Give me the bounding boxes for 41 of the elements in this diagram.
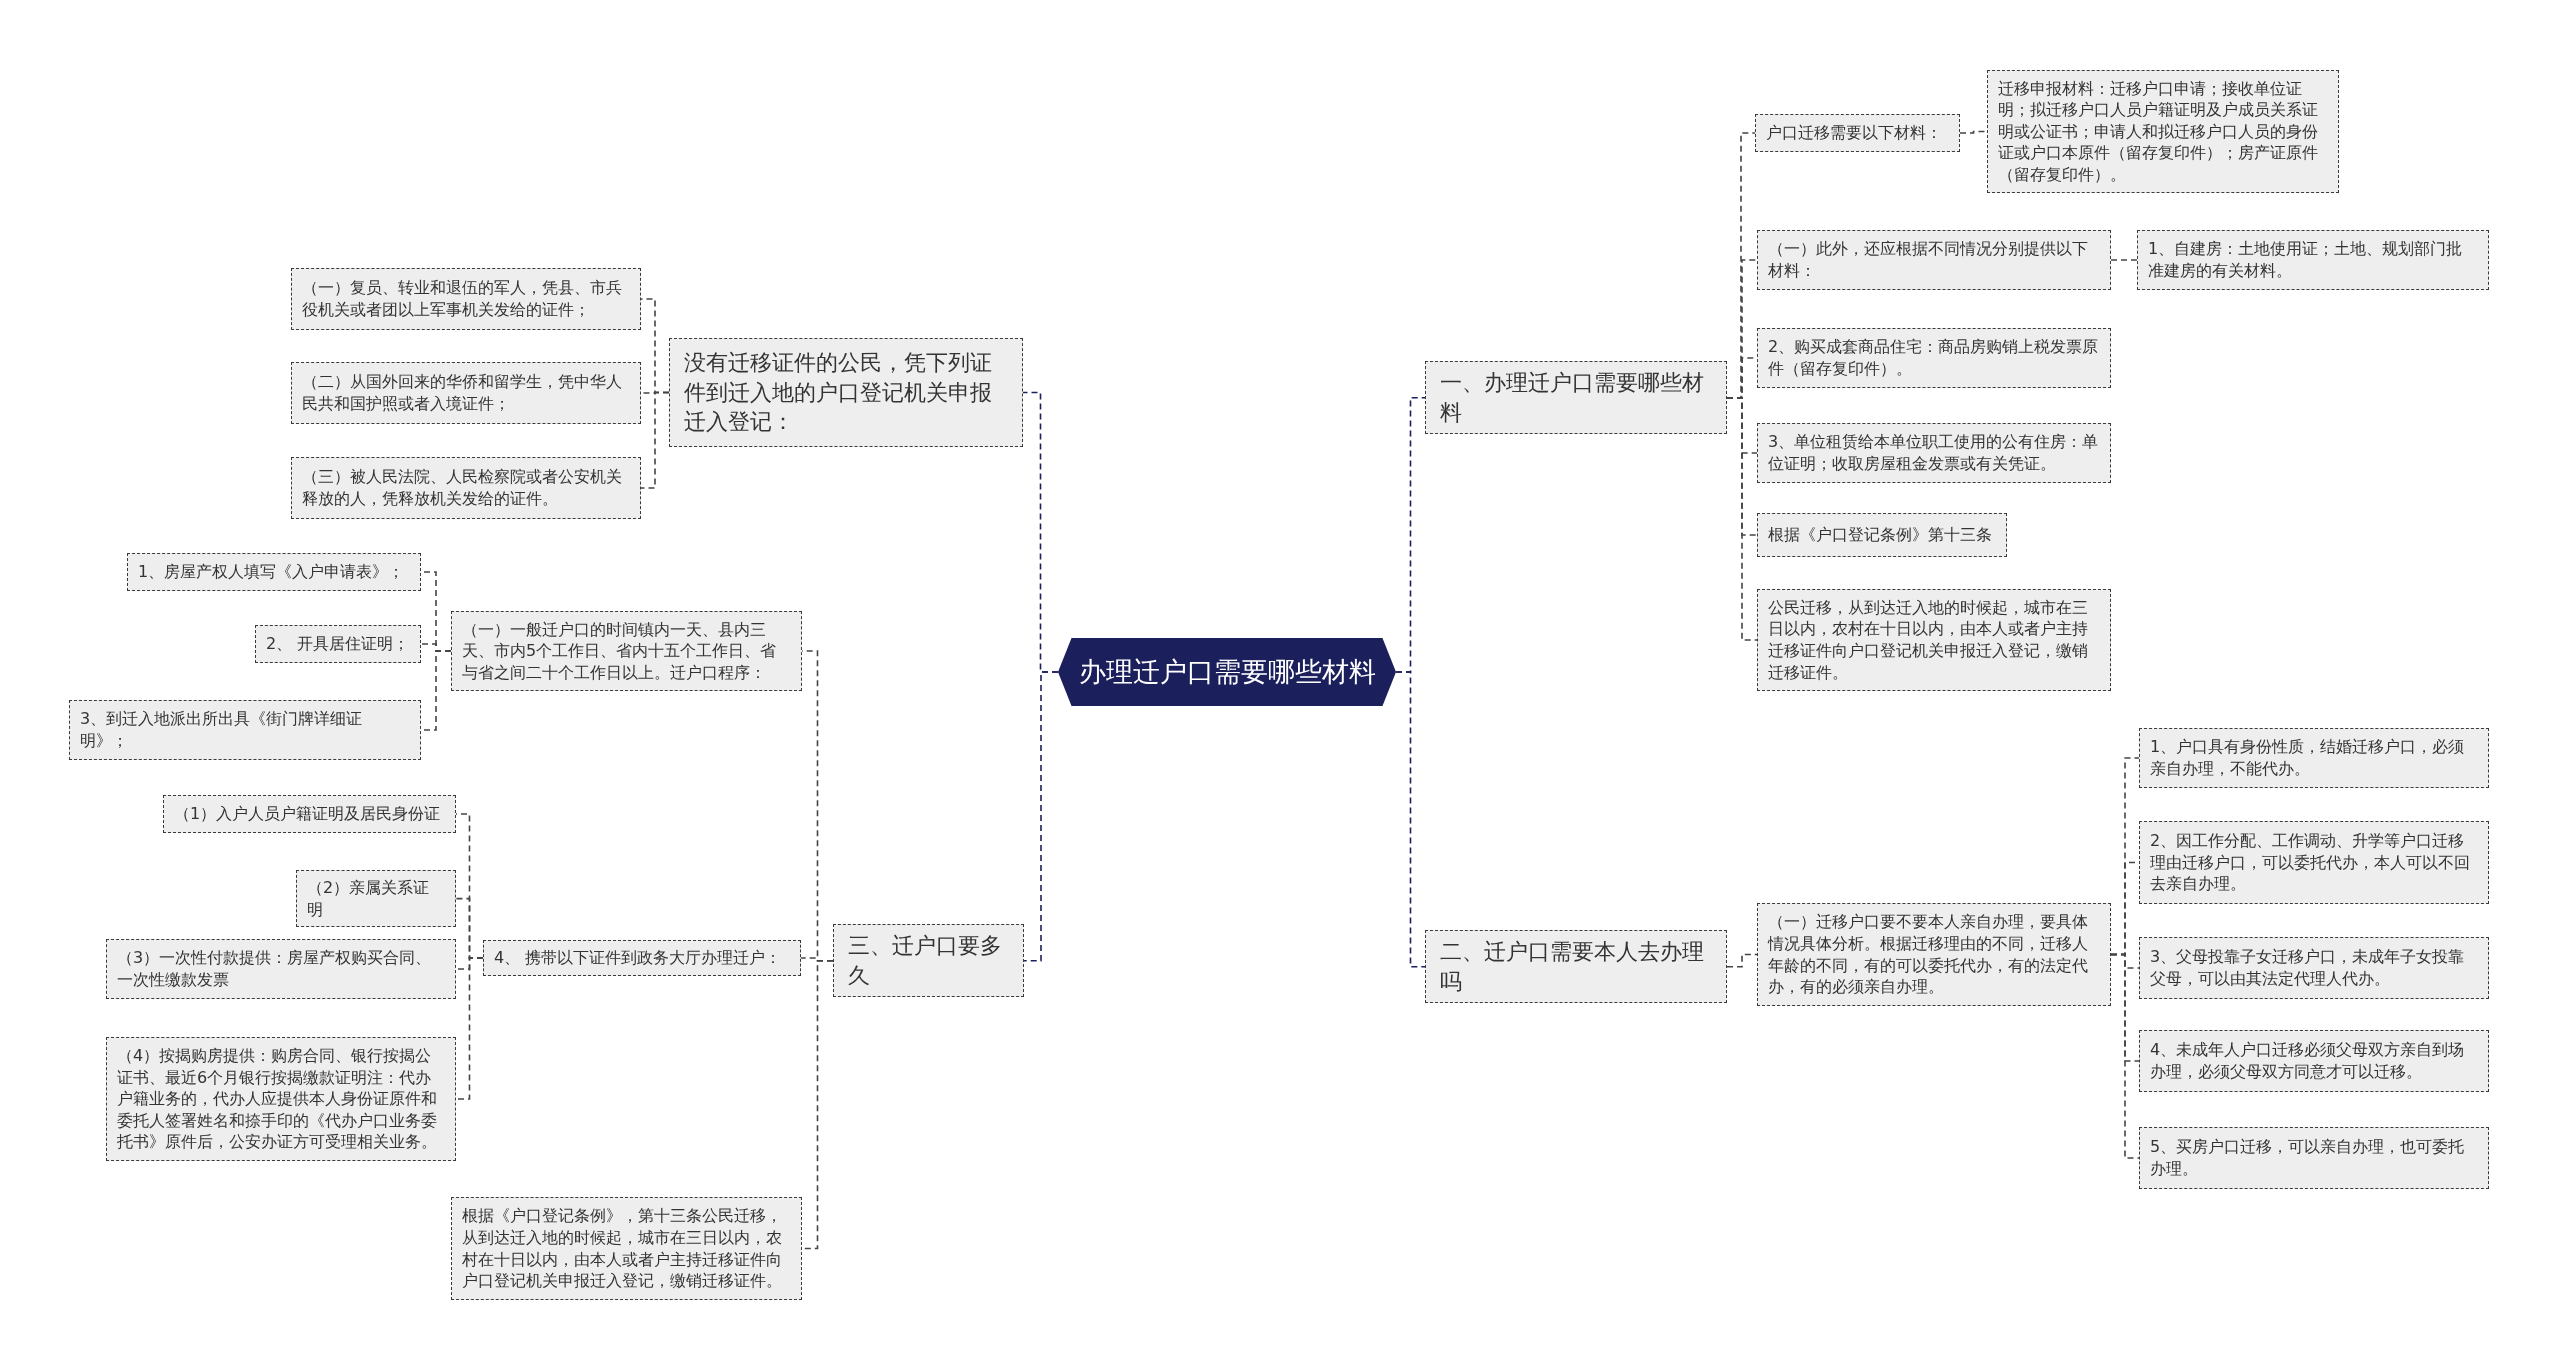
note-box: 户口迁移需要以下材料： [1755, 114, 1960, 152]
note-box: 3、单位租赁给本单位职工使用的公有住房：单位证明；收取房屋租金发票或有关凭证。 [1757, 423, 2111, 483]
connector [2110, 259, 2138, 261]
note-box: （三）被人民法院、人民检察院或者公安机关释放的人，凭释放机关发给的证件。 [291, 457, 641, 519]
note-box: （一）一般迁户口的时间镇内一天、县内三天、市内5个工作日、省内十五个工作日、省与省之间二十个工作日以上。迁户口程序： [451, 611, 802, 691]
connector [1726, 953, 1758, 968]
note-box: 2、因工作分配、工作调动、升学等户口迁移理由迁移户口，可以委托代办，本人可以不回去亲自办理。 [2139, 821, 2489, 904]
note-box: （一）复员、转业和退伍的军人，凭县、市兵役机关或者团以上军事机关发给的证件； [291, 268, 641, 330]
note-box: 4、 携带以下证件到政务大厅办理迁户： [483, 940, 801, 976]
note-box: （一）迁移户口要不要本人亲自办理，要具体情况具体分析。根据迁移理由的不同，迁移人年龄的不同，有的可以委托代办，有的法定代办，有的必须亲自办理。 [1757, 903, 2111, 1006]
connector [1023, 671, 1059, 962]
note-box: 根据《户口登记条例》第十三条 [1757, 513, 2007, 557]
central-topic: 办理迁户口需要哪些材料 [1058, 638, 1396, 706]
note-box: （一）此外，还应根据不同情况分别提供以下材料： [1757, 230, 2111, 290]
connector [455, 957, 484, 1100]
connector [1726, 396, 1758, 641]
topic-box: 没有迁移证件的公民，凭下列证件到迁入地的户口登记机关申报迁入登记： [669, 338, 1023, 447]
note-box: 3、父母投靠子女迁移户口，未成年子女投靠父母，可以由其法定代理人代办。 [2139, 937, 2489, 999]
note-box: 1、户口具有身份性质，结婚迁移户口，必须亲自办理，不能代办。 [2139, 728, 2489, 788]
note-box: 迁移申报材料：迁移户口申请；接收单位证明；拟迁移户口人员户籍证明及户成员关系证明或公证书；申请人和拟迁移户口人员的身份证或户口本原件（留存复印件）；房产证原件（留存复印件）。 [1987, 70, 2339, 193]
note-box: （二）从国外回来的华侨和留学生，凭中华人民共和国护照或者入境证件； [291, 362, 641, 424]
topic-box: 二、迁户口需要本人去办理吗 [1425, 930, 1727, 1004]
topic-box: 三、迁户口要多久 [833, 924, 1024, 998]
note-box: （3）一次性付款提供：房屋产权购买合同、一次性缴款发票 [106, 939, 456, 999]
note-box: 4、未成年人户口迁移必须父母双方亲自到场办理，必须父母双方同意才可以迁移。 [2139, 1030, 2489, 1092]
topic-box: 一、办理迁户口需要哪些材料 [1425, 361, 1727, 435]
note-box: 2、 开具居住证明； [255, 625, 421, 663]
note-box: （1）入户人员户籍证明及居民身份证 [163, 795, 456, 833]
note-box: 1、自建房：土地使用证；土地、规划部门批准建房的有关材料。 [2137, 230, 2489, 290]
note-box: （4）按揭购房提供：购房合同、银行按揭公证书、最近6个月银行按揭缴款证明注：代办户籍业务的，代办人应提供本人身份证原件和委托人签署姓名和捺手印的《代办户口业务委托书》原件后，公安办证方可受理相关业务。 [106, 1037, 456, 1161]
connector [1959, 130, 1988, 134]
note-box: 公民迁移，从到达迁入地的时候起，城市在三日以内，农村在十日以内，由本人或者户主持迁移证件向户口登记机关申报迁入登记，缴销迁移证件。 [1757, 589, 2111, 691]
note-box: 3、到迁入地派出所出具《街门牌详细证明》； [69, 700, 421, 760]
note-box: 1、房屋产权人填写《入户申请表》； [127, 553, 421, 591]
connector [1395, 671, 1426, 968]
note-box: 根据《户口登记条例》，第十三条公民迁移，从到达迁入地的时候起，城市在三日以内，农村在十日以内，由本人或者户主持迁移证件向户口登记机关申报迁入登记，缴销迁移证件。 [451, 1197, 802, 1300]
note-box: （2）亲属关系证明 [296, 870, 456, 928]
connector [640, 391, 670, 489]
note-box: 5、买房户口迁移，可以亲自办理，也可委托办理。 [2139, 1127, 2489, 1189]
connector [2110, 953, 2140, 1159]
note-box: 2、购买成套商品住宅：商品房购销上税发票原件（留存复印件）。 [1757, 328, 2111, 388]
